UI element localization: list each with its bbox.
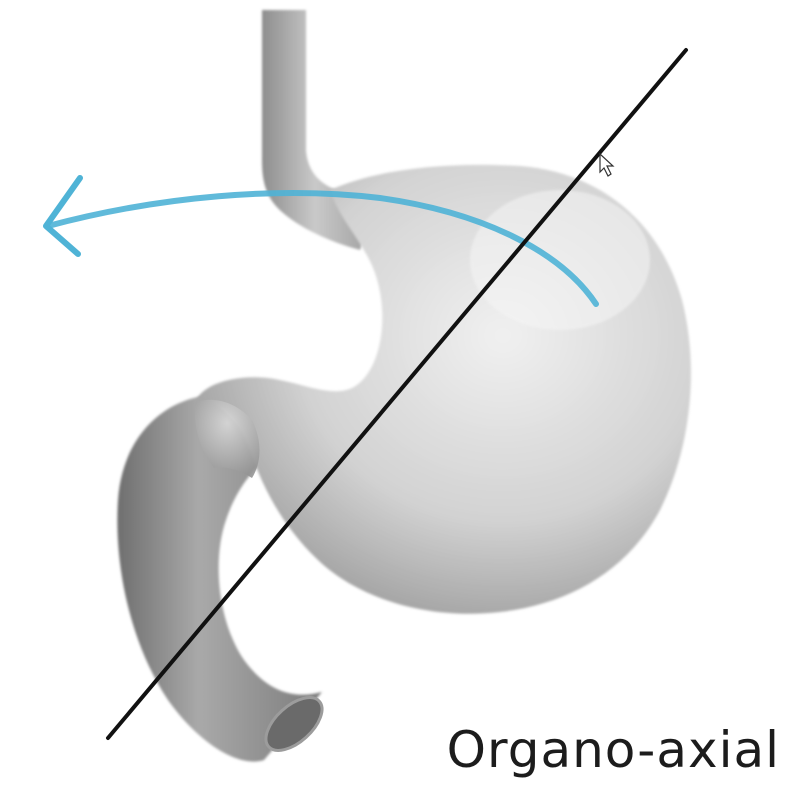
fundus-highlight xyxy=(470,190,650,330)
mouse-pointer-icon xyxy=(600,154,613,176)
diagram-caption: Organo-axial xyxy=(447,725,780,775)
curved-arrow-left-icon xyxy=(46,178,80,254)
